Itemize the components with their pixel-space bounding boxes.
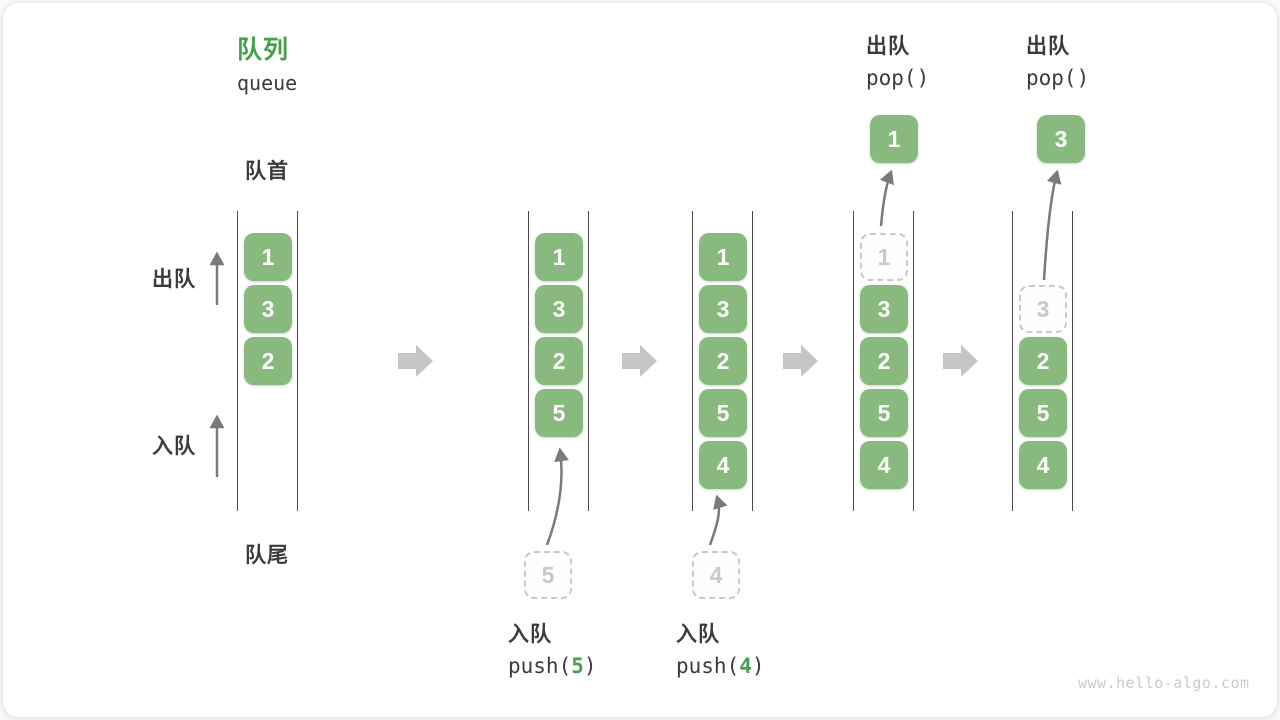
queue-element: 2 xyxy=(244,337,292,385)
queue-element: 4 xyxy=(699,441,747,489)
op-enqueue-label-2: 入队 xyxy=(676,623,720,646)
queue-rails-state-5 xyxy=(1012,211,1073,511)
incoming-element-ghost: 4 xyxy=(692,551,740,599)
op-enqueue-call-1: push(5) xyxy=(508,654,597,678)
queue-element: 3 xyxy=(699,285,747,333)
op-dequeue-label-2: 出队 xyxy=(1026,35,1070,58)
op-dequeue-call-1: pop() xyxy=(866,66,930,90)
removed-element-ghost: 1 xyxy=(860,233,908,281)
call-text: ) xyxy=(583,654,597,678)
queue-element: 5 xyxy=(860,389,908,437)
queue-rails-state-1 xyxy=(237,211,298,511)
removed-element-ghost: 3 xyxy=(1019,285,1067,333)
queue-element: 5 xyxy=(535,389,583,437)
incoming-element-ghost: 5 xyxy=(524,551,572,599)
diagram-card xyxy=(3,3,1277,717)
op-enqueue-call-2: push(4) xyxy=(676,654,765,678)
queue-rails-state-2 xyxy=(528,211,589,511)
call-arg: 4 xyxy=(739,654,752,678)
queue-element: 2 xyxy=(860,337,908,385)
queue-element: 1 xyxy=(535,233,583,281)
queue-element: 2 xyxy=(699,337,747,385)
queue-element: 3 xyxy=(860,285,908,333)
popped-element: 3 xyxy=(1037,115,1085,163)
queue-element: 2 xyxy=(1019,337,1067,385)
queue-element: 5 xyxy=(699,389,747,437)
queue-rails-state-3 xyxy=(692,211,753,511)
call-text: ) xyxy=(751,654,765,678)
op-dequeue-call-2: pop() xyxy=(1026,66,1090,90)
diagram-title-en: queue xyxy=(237,71,298,95)
queue-front-label: 队首 xyxy=(245,160,289,183)
op-dequeue-label-1: 出队 xyxy=(866,35,910,58)
call-text: push( xyxy=(676,654,740,678)
op-enqueue-label-1: 入队 xyxy=(508,623,552,646)
queue-element: 4 xyxy=(860,441,908,489)
popped-element: 1 xyxy=(870,115,918,163)
watermark: www.hello-algo.com xyxy=(1078,674,1250,692)
queue-element: 2 xyxy=(535,337,583,385)
queue-rear-label: 队尾 xyxy=(245,544,289,567)
queue-element: 1 xyxy=(699,233,747,281)
dequeue-direction-label: 出队 xyxy=(152,268,196,291)
queue-element: 5 xyxy=(1019,389,1067,437)
queue-element: 3 xyxy=(244,285,292,333)
queue-element: 3 xyxy=(535,285,583,333)
diagram-title-zh: 队列 xyxy=(237,36,290,64)
call-text: push( xyxy=(508,654,572,678)
call-arg: 5 xyxy=(571,654,584,678)
queue-rails-state-4 xyxy=(853,211,914,511)
enqueue-direction-label: 入队 xyxy=(152,435,196,458)
queue-element: 1 xyxy=(244,233,292,281)
queue-element: 4 xyxy=(1019,441,1067,489)
